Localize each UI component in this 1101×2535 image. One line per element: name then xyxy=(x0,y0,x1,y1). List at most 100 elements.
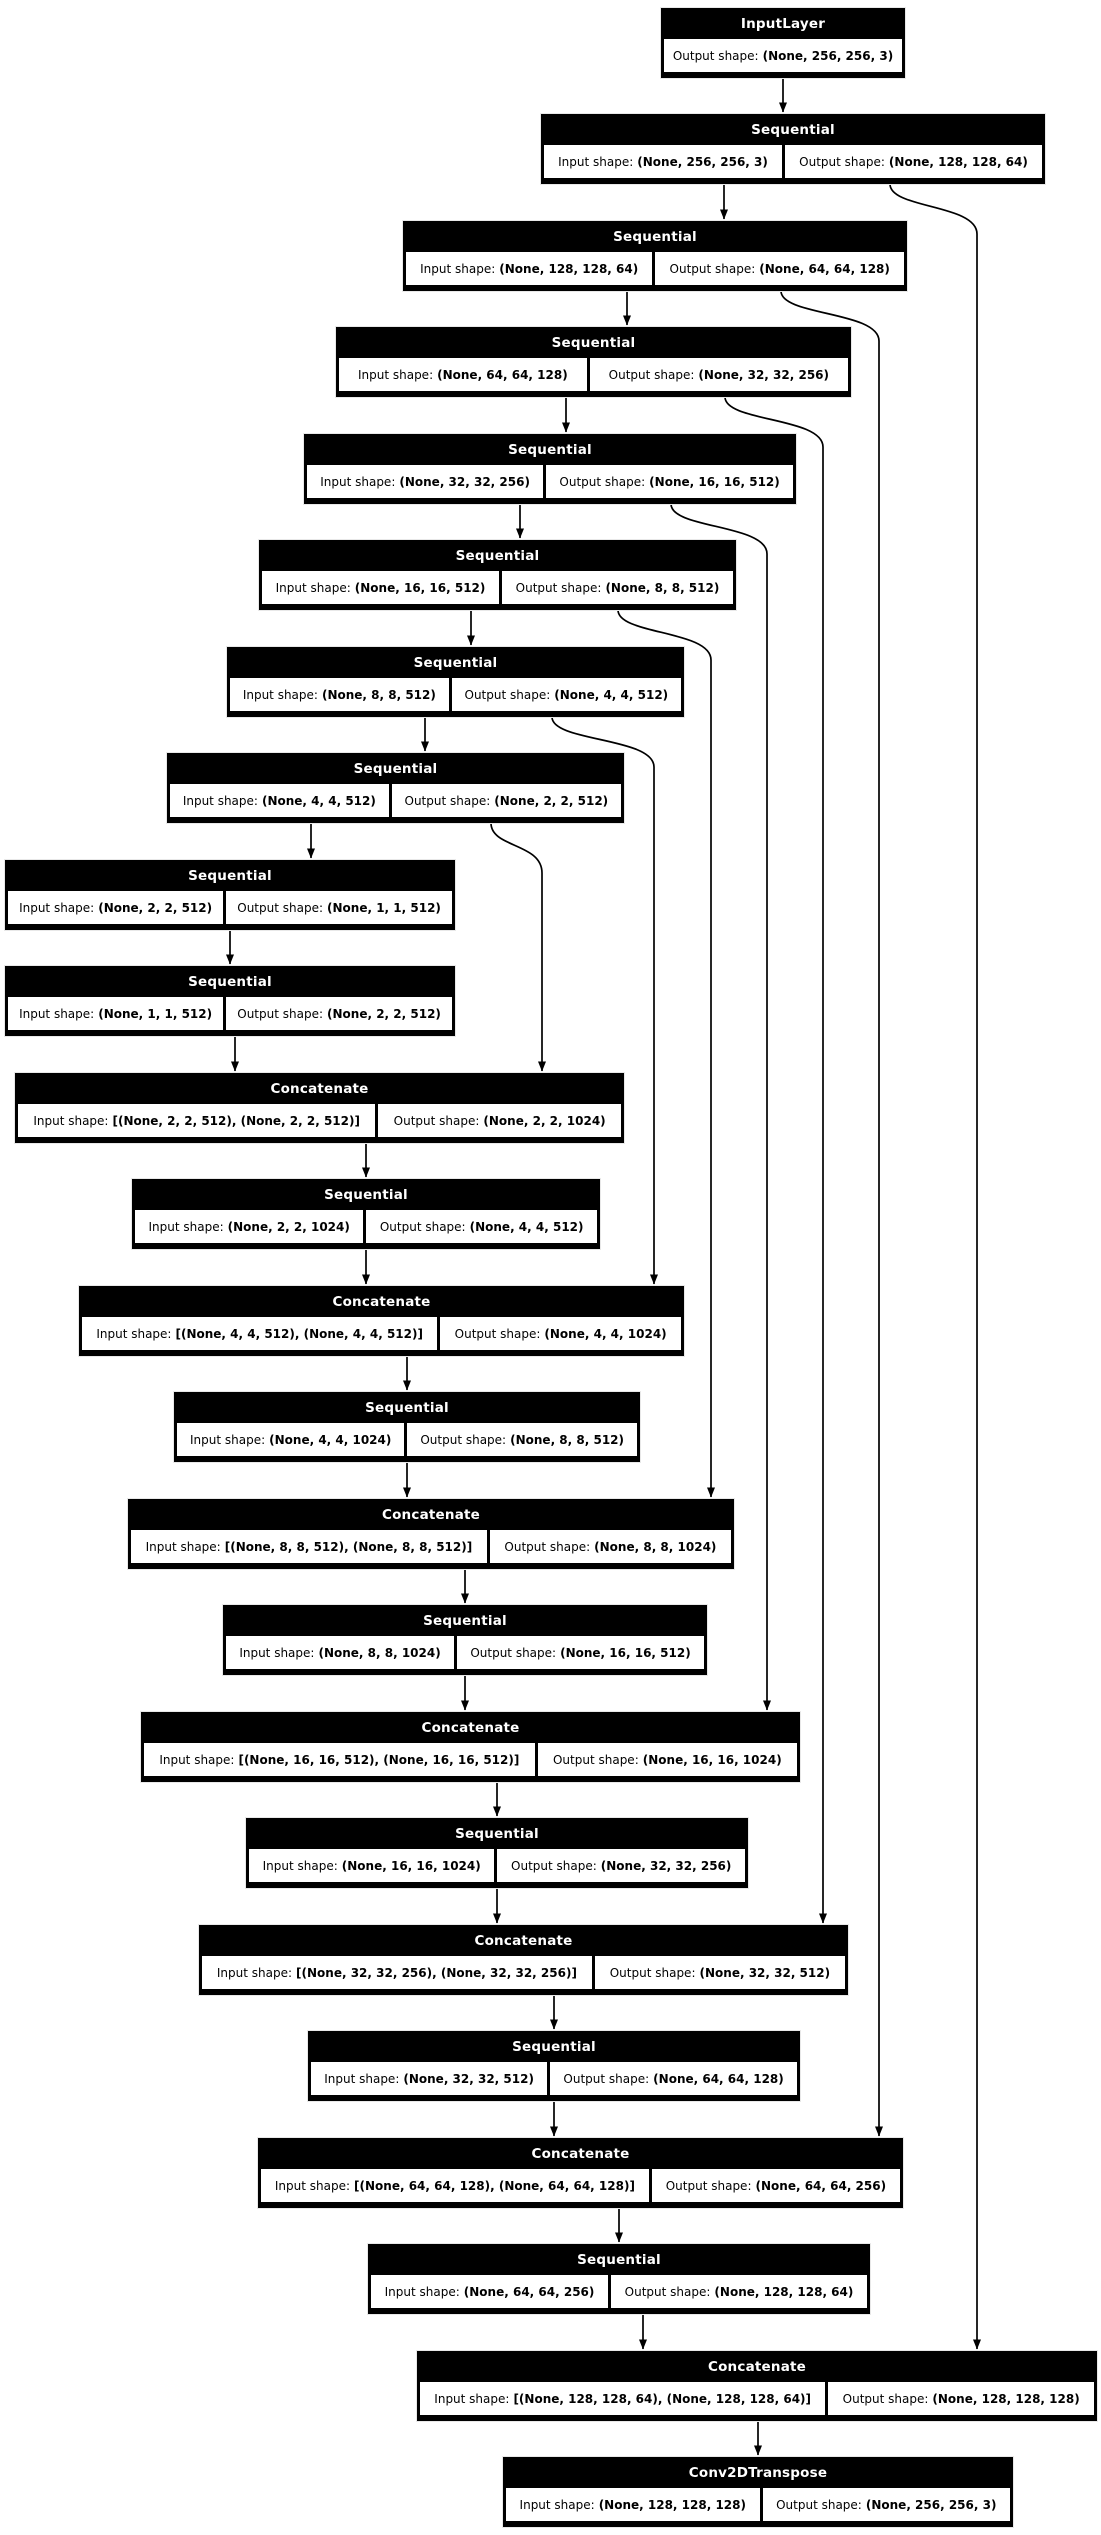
input-shape-cell: Input shape:(None, 128, 128, 128) xyxy=(506,2488,760,2521)
node-sequential-13: Sequential Input shape:(None, 16, 16, 10… xyxy=(246,1818,748,1888)
node-title: Sequential xyxy=(423,1612,507,1629)
node-conv2dtranspose: Conv2DTranspose Input shape:(None, 128, … xyxy=(503,2457,1013,2527)
output-shape-cell: Output shape:(None, 4, 4, 512) xyxy=(451,678,681,711)
output-shape-cell: Output shape:(None, 8, 8, 512) xyxy=(502,571,733,604)
output-shape-cell: Output shape:(None, 32, 32, 512) xyxy=(594,1956,845,1989)
node-sequential-3: Sequential Input shape:(None, 64, 64, 12… xyxy=(336,327,851,397)
output-shape-cell: Output shape:(None, 2, 2, 512) xyxy=(391,784,621,817)
node-title: Sequential xyxy=(188,973,272,990)
node-concatenate-2: Concatenate Input shape:[(None, 4, 4, 51… xyxy=(79,1286,684,1356)
input-shape-cell: Input shape:(None, 128, 128, 64) xyxy=(406,252,653,285)
input-shape-cell: Input shape:(None, 8, 8, 512) xyxy=(230,678,449,711)
output-shape-cell: Output shape:(None, 128, 128, 64) xyxy=(785,145,1043,178)
input-shape-cell: Input shape:[(None, 128, 128, 64), (None… xyxy=(420,2382,826,2415)
input-shape-cell: Input shape:(None, 4, 4, 1024) xyxy=(177,1423,405,1456)
output-shape-cell: Output shape:(None, 8, 8, 1024) xyxy=(489,1530,731,1563)
output-shape-cell: Output shape:(None, 32, 32, 256) xyxy=(497,1849,746,1882)
node-sequential-9: Sequential Input shape:(None, 1, 1, 512)… xyxy=(5,966,455,1036)
node-title: Sequential xyxy=(512,2038,596,2055)
output-shape-cell: Output shape:(None, 256, 256, 3) xyxy=(664,39,902,72)
node-title: Sequential xyxy=(365,1399,449,1416)
output-shape-cell: Output shape:(None, 16, 16, 1024) xyxy=(537,1743,798,1776)
node-sequential-11: Sequential Input shape:(None, 4, 4, 1024… xyxy=(174,1392,640,1462)
input-shape-cell: Input shape:[(None, 8, 8, 512), (None, 8… xyxy=(131,1530,487,1563)
node-sequential-4: Sequential Input shape:(None, 32, 32, 25… xyxy=(304,434,796,504)
output-shape-cell: Output shape:(None, 16, 16, 512) xyxy=(546,465,793,498)
output-shape-cell: Output shape:(None, 32, 32, 256) xyxy=(589,358,848,391)
input-shape-cell: Input shape:(None, 32, 32, 512) xyxy=(311,2062,548,2095)
input-shape-cell: Input shape:[(None, 32, 32, 256), (None,… xyxy=(202,1956,592,1989)
output-shape-cell: Output shape:(None, 1, 1, 512) xyxy=(226,891,452,924)
output-shape-cell: Output shape:(None, 128, 128, 128) xyxy=(828,2382,1095,2415)
input-shape-cell: Input shape:[(None, 4, 4, 512), (None, 4… xyxy=(82,1317,438,1350)
node-concatenate-5: Concatenate Input shape:[(None, 32, 32, … xyxy=(199,1925,848,1995)
output-shape-cell: Output shape:(None, 64, 64, 128) xyxy=(550,2062,797,2095)
output-shape-cell: Output shape:(None, 16, 16, 512) xyxy=(457,1636,704,1669)
input-shape-cell: Input shape:[(None, 64, 64, 128), (None,… xyxy=(261,2169,649,2202)
node-title: Sequential xyxy=(455,1825,539,1842)
node-title: Concatenate xyxy=(270,1080,369,1097)
node-inputlayer: InputLayer Output shape:(None, 256, 256,… xyxy=(661,8,905,78)
node-title: Sequential xyxy=(413,654,498,671)
node-sequential-2: Sequential Input shape:(None, 128, 128, … xyxy=(403,221,907,291)
skip-edge-seq3-to-concat5 xyxy=(724,396,827,1924)
node-title: Sequential xyxy=(455,547,540,564)
node-sequential-7: Sequential Input shape:(None, 4, 4, 512)… xyxy=(167,753,624,823)
node-sequential-12: Sequential Input shape:(None, 8, 8, 1024… xyxy=(223,1605,707,1675)
node-title: Sequential xyxy=(324,1186,408,1203)
node-title: Sequential xyxy=(353,760,438,777)
input-shape-cell: Input shape:(None, 2, 2, 512) xyxy=(8,891,224,924)
node-concatenate-1: Concatenate Input shape:[(None, 2, 2, 51… xyxy=(15,1073,624,1143)
output-shape-cell: Output shape:(None, 2, 2, 512) xyxy=(226,997,452,1030)
output-shape-cell: Output shape:(None, 64, 64, 128) xyxy=(655,252,905,285)
node-sequential-5: Sequential Input shape:(None, 16, 16, 51… xyxy=(259,540,736,610)
node-concatenate-7: Concatenate Input shape:[(None, 128, 128… xyxy=(417,2351,1097,2421)
node-title: Concatenate xyxy=(332,1293,431,1310)
input-shape-cell: Input shape:(None, 4, 4, 512) xyxy=(170,784,389,817)
node-title: Sequential xyxy=(613,228,697,245)
node-title: Sequential xyxy=(751,121,835,138)
output-shape-cell: Output shape:(None, 64, 64, 256) xyxy=(651,2169,900,2202)
input-shape-cell: Input shape:(None, 16, 16, 512) xyxy=(262,571,500,604)
node-title: Sequential xyxy=(551,334,636,351)
node-concatenate-3: Concatenate Input shape:[(None, 8, 8, 51… xyxy=(128,1499,734,1569)
node-title: Concatenate xyxy=(707,2358,807,2375)
input-shape-cell: Input shape:(None, 16, 16, 1024) xyxy=(249,1849,495,1882)
node-title: Sequential xyxy=(508,441,592,458)
node-title: Concatenate xyxy=(474,1932,573,1949)
node-title: Sequential xyxy=(577,2251,661,2268)
node-concatenate-4: Concatenate Input shape:[(None, 16, 16, … xyxy=(141,1712,800,1782)
skip-edge-seq1-to-concat7 xyxy=(889,183,981,2350)
node-title: Conv2DTranspose xyxy=(688,2464,828,2481)
node-sequential-1: Sequential Input shape:(None, 256, 256, … xyxy=(541,114,1045,184)
output-shape-cell: Output shape:(None, 2, 2, 1024) xyxy=(378,1104,621,1137)
input-shape-cell: Input shape:(None, 2, 2, 1024) xyxy=(135,1210,364,1243)
skip-edge-seq2-to-concat6 xyxy=(780,290,883,2137)
output-shape-cell: Output shape:(None, 8, 8, 512) xyxy=(407,1423,637,1456)
node-title: Concatenate xyxy=(531,2145,630,2162)
node-sequential-15: Sequential Input shape:(None, 64, 64, 25… xyxy=(368,2244,870,2314)
node-concatenate-6: Concatenate Input shape:[(None, 64, 64, … xyxy=(258,2138,903,2208)
output-shape-cell: Output shape:(None, 128, 128, 64) xyxy=(611,2275,868,2308)
node-title: InputLayer xyxy=(740,15,826,32)
input-shape-cell: Input shape:(None, 32, 32, 256) xyxy=(307,465,544,498)
node-sequential-10: Sequential Input shape:(None, 2, 2, 1024… xyxy=(132,1179,600,1249)
node-sequential-8: Sequential Input shape:(None, 2, 2, 512)… xyxy=(5,860,455,930)
input-shape-cell: Input shape:(None, 64, 64, 128) xyxy=(339,358,587,391)
skip-edge-seq5-to-concat3 xyxy=(617,609,715,1498)
node-title: Sequential xyxy=(188,867,272,884)
input-shape-cell: Input shape:(None, 256, 256, 3) xyxy=(544,145,783,178)
node-title: Concatenate xyxy=(381,1506,481,1523)
input-shape-cell: Input shape:(None, 8, 8, 1024) xyxy=(226,1636,455,1669)
node-sequential-14: Sequential Input shape:(None, 32, 32, 51… xyxy=(308,2031,800,2101)
output-shape-cell: Output shape:(None, 4, 4, 512) xyxy=(366,1210,597,1243)
node-title: Concatenate xyxy=(421,1719,520,1736)
node-sequential-6: Sequential Input shape:(None, 8, 8, 512)… xyxy=(227,647,684,717)
input-shape-cell: Input shape:[(None, 16, 16, 512), (None,… xyxy=(144,1743,535,1776)
input-shape-cell: Input shape:(None, 1, 1, 512) xyxy=(8,997,224,1030)
output-shape-cell: Output shape:(None, 4, 4, 1024) xyxy=(440,1317,681,1350)
output-shape-cell: Output shape:(None, 256, 256, 3) xyxy=(762,2488,1011,2521)
input-shape-cell: Input shape:(None, 64, 64, 256) xyxy=(371,2275,609,2308)
input-shape-cell: Input shape:[(None, 2, 2, 512), (None, 2… xyxy=(18,1104,376,1137)
